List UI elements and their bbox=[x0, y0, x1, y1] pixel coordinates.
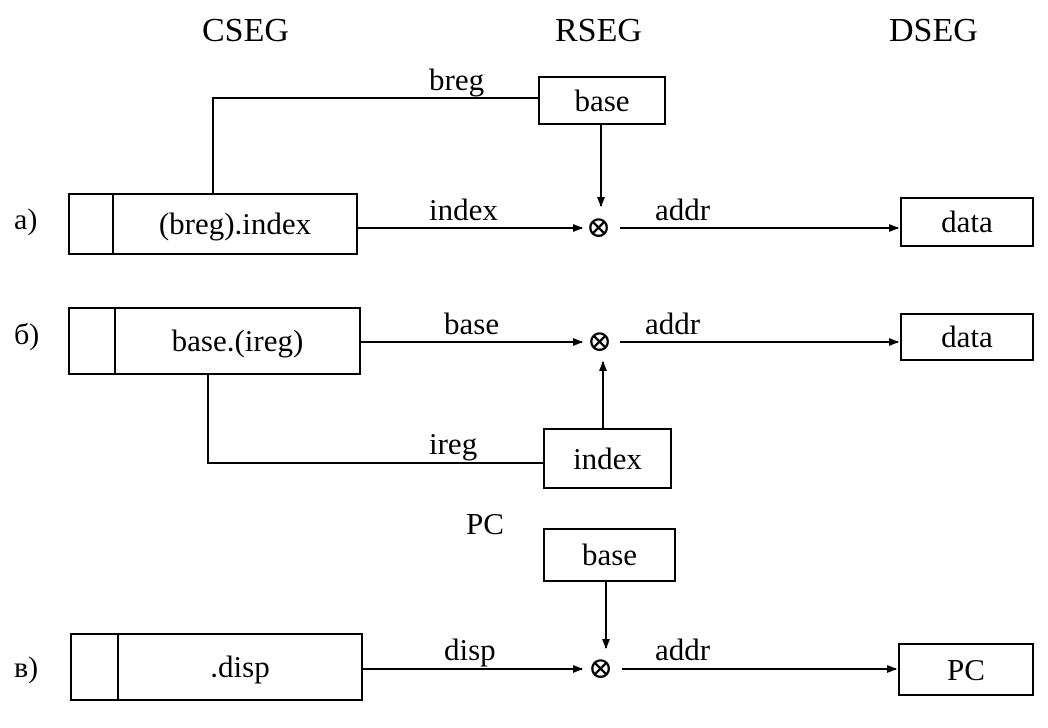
pc-box-c: PC bbox=[898, 643, 1034, 696]
base-arrow-label-b: base bbox=[444, 306, 500, 341]
operator-b: ⊗ bbox=[587, 325, 613, 358]
breg-label: breg bbox=[429, 62, 485, 97]
opcode-cell bbox=[72, 635, 119, 699]
reg-box-b: index bbox=[543, 428, 672, 489]
data-box-b: data bbox=[900, 313, 1034, 361]
instruction-box-a: (breg).index bbox=[68, 193, 358, 255]
reg-box-a: base bbox=[538, 76, 666, 125]
instruction-text-c: .disp bbox=[210, 649, 270, 684]
ireg-label: ireg bbox=[429, 426, 478, 461]
addr-label-a: addr bbox=[655, 192, 711, 227]
reg-box-c: base bbox=[543, 528, 676, 582]
row-c-label: в) bbox=[14, 651, 39, 684]
instruction-text-b: base.(ireg) bbox=[171, 323, 304, 358]
opcode-cell bbox=[70, 309, 116, 373]
opcode-cell bbox=[70, 195, 114, 253]
instruction-box-b: base.(ireg) bbox=[68, 307, 361, 375]
instruction-box-c: .disp bbox=[70, 633, 363, 701]
index-arrow-label-a: index bbox=[429, 192, 498, 227]
pc-label: PC bbox=[466, 506, 504, 541]
instruction-text-a: (breg).index bbox=[158, 206, 312, 241]
rseg-header: RSEG bbox=[555, 12, 642, 49]
addr-label-b: addr bbox=[645, 306, 701, 341]
disp-arrow-label-c: disp bbox=[444, 632, 496, 667]
dseg-header: DSEG bbox=[889, 12, 978, 49]
row-b-label: б) bbox=[14, 318, 40, 351]
operator-a: ⊗ bbox=[586, 211, 612, 244]
cseg-header: CSEG bbox=[202, 12, 289, 49]
operator-c: ⊗ bbox=[588, 652, 614, 685]
addr-label-c: addr bbox=[655, 632, 711, 667]
breg-link-line bbox=[212, 97, 540, 193]
data-box-a: data bbox=[900, 197, 1034, 247]
row-a-label: а) bbox=[14, 203, 38, 236]
ireg-link-line bbox=[207, 374, 545, 464]
